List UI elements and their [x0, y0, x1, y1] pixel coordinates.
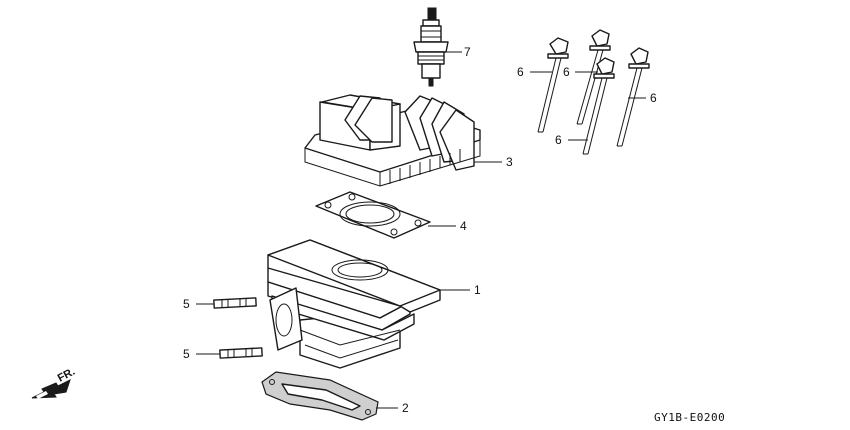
- spark-plug: [413, 7, 449, 87]
- front-direction-arrow-icon: [31, 379, 71, 399]
- callout-flange-bolt-d: 6: [650, 91, 657, 105]
- diagram-code: GY1B-E0200: [654, 411, 725, 424]
- stud-bolt-lower: [219, 347, 263, 359]
- stud-bolt-upper: [213, 297, 257, 309]
- flange-bolt-d: [616, 47, 650, 147]
- head-gasket: [315, 191, 431, 239]
- flange-bolt-a: [537, 37, 569, 133]
- callout-stud-bolt-lower: 5: [183, 347, 190, 361]
- callout-head-gasket: 4: [460, 219, 467, 233]
- callout-stud-bolt-upper: 5: [183, 297, 190, 311]
- callout-cylinder: 1: [474, 283, 481, 297]
- callout-base-gasket: 2: [402, 401, 409, 415]
- callout-flange-bolt-b: 6: [563, 65, 570, 79]
- front-direction-label: FR.: [56, 366, 77, 385]
- flange-bolt-c: [582, 57, 615, 155]
- cylinder-head: [304, 94, 481, 187]
- callout-spark-plug: 7: [464, 45, 471, 59]
- cylinder: [267, 239, 441, 369]
- callout-cylinder-head: 3: [506, 155, 513, 169]
- callout-flange-bolt-c: 6: [555, 133, 562, 147]
- base-gasket: [261, 371, 379, 421]
- callout-flange-bolt-a: 6: [517, 65, 524, 79]
